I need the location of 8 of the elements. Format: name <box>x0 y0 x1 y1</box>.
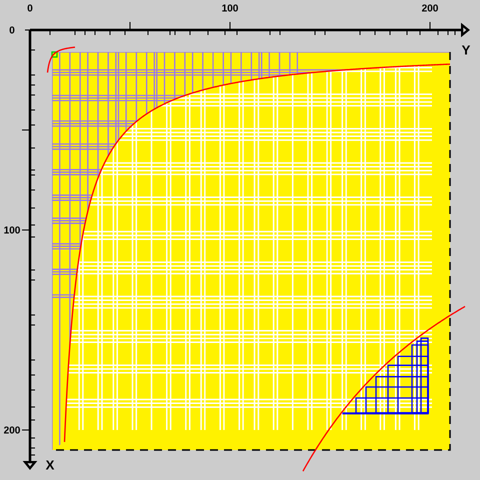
tick-label: 100 <box>4 226 20 234</box>
axis-label: X <box>46 460 54 470</box>
axis-label: Y <box>462 46 470 54</box>
tick-label: 0 <box>10 26 14 34</box>
tick-label: 100 <box>222 4 238 12</box>
tick-label: 200 <box>422 4 438 12</box>
tick-label: 0 <box>28 4 32 12</box>
tick-label: 200 <box>4 426 20 434</box>
